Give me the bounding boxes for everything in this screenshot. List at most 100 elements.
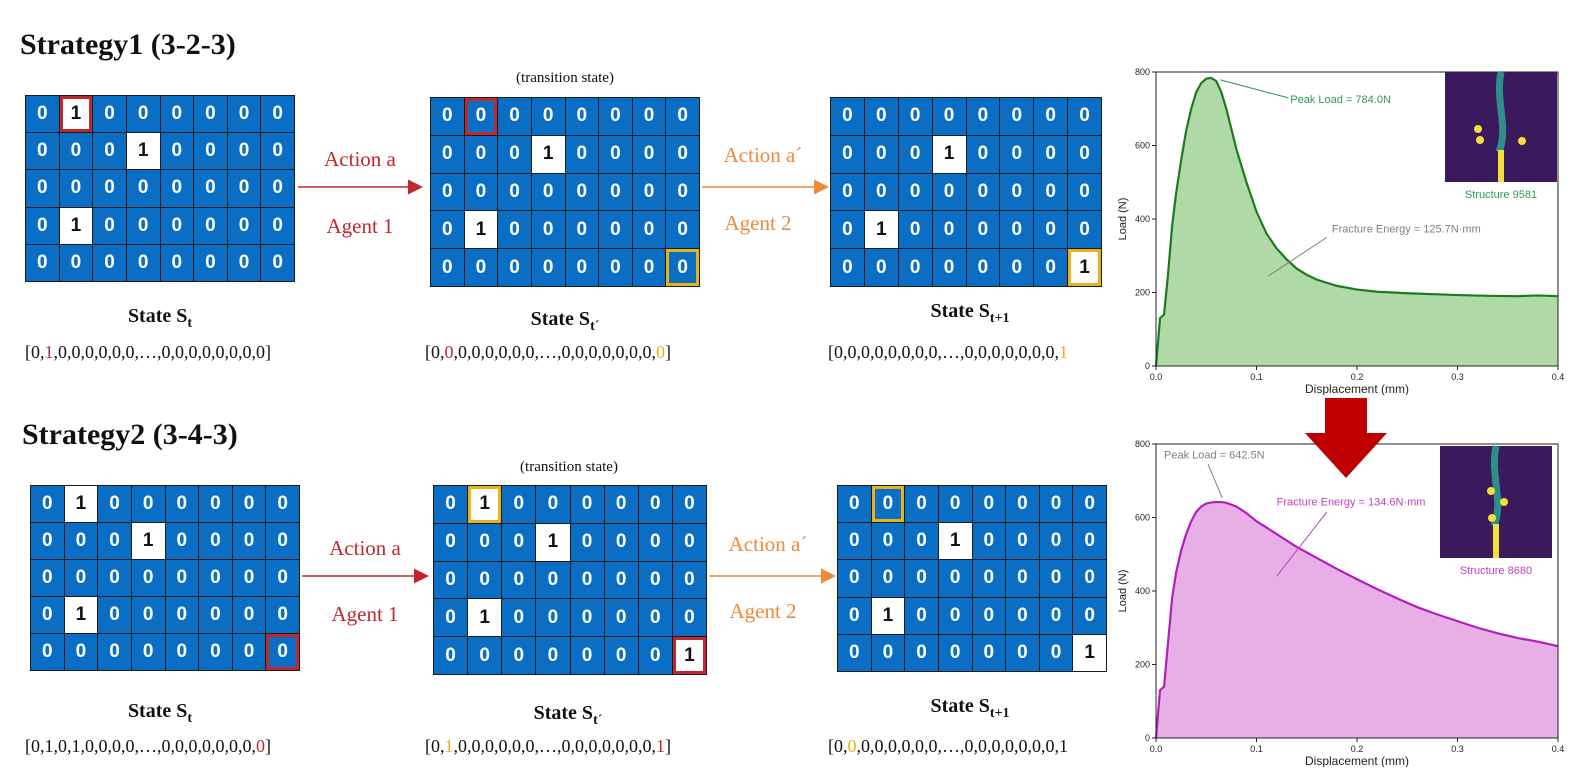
grid-cell: 0: [604, 637, 638, 674]
grid-cell: 0: [565, 135, 599, 173]
action-a-arrow: [302, 568, 429, 584]
grid-cell: 0: [93, 207, 126, 244]
particle: [1474, 125, 1482, 133]
y-tick-label: 800: [1135, 439, 1150, 449]
grid-cell: 0: [131, 560, 165, 596]
grid-cell: 1: [126, 133, 160, 170]
peak-load-annotation: Peak Load = 784.0N: [1290, 94, 1391, 106]
grid-cell: 0: [536, 486, 570, 523]
action-a-prime-label: Action a´: [723, 143, 803, 167]
grid-cell: 0: [31, 597, 64, 633]
grid-cell: 0: [227, 244, 261, 281]
grid-cell: 1: [871, 597, 905, 634]
grid-cell: 0: [160, 244, 194, 281]
particle: [1487, 487, 1495, 495]
x-tick-label: 0.0: [1150, 372, 1163, 382]
area-fill: [1156, 77, 1558, 366]
grid-cell: 0: [266, 523, 299, 559]
load-curve-line: [1154, 500, 1559, 739]
grid-cell: 0: [232, 523, 266, 559]
x-tick-label: 0.2: [1351, 744, 1364, 754]
y-tick-label: 0: [1145, 361, 1150, 371]
grid-cell: 0: [31, 523, 64, 559]
grid-cell: 0: [972, 486, 1006, 523]
grid-cell: 0: [64, 634, 98, 670]
grid-cell: 0: [98, 634, 131, 670]
state-vector-st-prime: [0,0,0,0,0,0,0,0,…,0,0,0,0,0,0,0,0]: [425, 342, 671, 362]
grid-cell: 1: [672, 637, 706, 674]
grid-cell: 0: [165, 523, 199, 559]
grid-cell: 0: [905, 634, 938, 671]
y-tick-label: 0: [1145, 733, 1150, 743]
grid-cell: 0: [199, 597, 232, 633]
grid-cell: 0: [1034, 249, 1068, 286]
action-a-arrow: [298, 179, 423, 195]
grid-cell: 0: [871, 523, 905, 560]
grid-cell: 0: [831, 135, 864, 173]
energy-pointer: [1276, 511, 1328, 577]
grid-cell: 0: [570, 523, 604, 561]
grid-cell: 0: [932, 249, 966, 286]
grid-cell: 0: [638, 637, 672, 674]
grid-cell: 0: [194, 207, 227, 244]
grid-cell: 0: [199, 523, 232, 559]
grid-cell: 0: [498, 249, 531, 286]
grid-cell: 0: [972, 634, 1006, 671]
grid-cell: 0: [1039, 597, 1073, 634]
grid-cell: 0: [1006, 597, 1039, 634]
grid-cell: 0: [131, 597, 165, 633]
grid-cell: 0: [1034, 135, 1068, 173]
grid-cell: 1: [464, 211, 498, 249]
grid-cell: 0: [1073, 560, 1106, 597]
grid-cell: 0: [59, 244, 93, 281]
state-vector-st: [0,1,0,1,0,0,0,0,…,0,0,0,0,0,0,0,0]: [25, 736, 271, 756]
grid-cell: 0: [1039, 523, 1073, 560]
grid-cell: 0: [434, 561, 468, 599]
y-tick-label: 200: [1135, 660, 1150, 670]
action-a-label: Action a: [324, 147, 396, 171]
grid-cell: 0: [227, 207, 261, 244]
peak-load-annotation: Peak Load = 642.5N: [1164, 450, 1265, 462]
action-a-prime-label: Action a´: [728, 532, 808, 556]
grid-cell: 0: [26, 244, 59, 281]
x-tick-label: 0.3: [1451, 744, 1464, 754]
grid-cell: 0: [831, 211, 864, 249]
grid-cell: 0: [1000, 173, 1034, 211]
grid-cell: 0: [638, 523, 672, 561]
strategy2-title: Strategy2 (3-4-3): [22, 418, 238, 451]
grid-cell: 0: [261, 207, 294, 244]
grid-cell: 0: [972, 560, 1006, 597]
state-vector-st-plus-1: [0,0,0,0,0,0,0,0,…,0,0,0,0,0,0,0,1: [828, 736, 1068, 756]
grid-cell: 0: [938, 634, 972, 671]
grid-cell: 0: [864, 249, 898, 286]
transition-state-label: (transition state): [516, 70, 614, 86]
grid-cell: 0: [632, 98, 666, 135]
grid-cell: 0: [59, 133, 93, 170]
grid-cell: 0: [536, 599, 570, 637]
grid-cell: 0: [199, 486, 232, 522]
grid-cell: 0: [1073, 523, 1106, 560]
grid-cell: 1: [536, 523, 570, 561]
peak-pointer: [1207, 464, 1223, 499]
structure-crack: [1474, 71, 1526, 182]
state-vector-st-plus-1: [0,0,0,0,0,0,0,0,…,0,0,0,0,0,0,0,1: [828, 342, 1068, 362]
grid-cell: 0: [938, 597, 972, 634]
grid-cell: 0: [864, 173, 898, 211]
grid-cell: 0: [227, 96, 261, 133]
grid-cell: 1: [1068, 249, 1101, 286]
grid-cell: 0: [468, 561, 502, 599]
grid-cell: 0: [1034, 173, 1068, 211]
grid-cell: 0: [1034, 98, 1068, 135]
grid-cell: 0: [434, 637, 468, 674]
grid-cell: 0: [98, 523, 131, 559]
grid-cell: 0: [838, 486, 871, 523]
grid-cell: 0: [570, 637, 604, 674]
state-st-prime-label: State St´: [533, 702, 603, 728]
peak-pointer: [1220, 79, 1289, 99]
grid-cell: 0: [871, 486, 905, 523]
grid-cell: 0: [604, 523, 638, 561]
grid-cell: 0: [531, 173, 565, 211]
grid-cell: 0: [464, 135, 498, 173]
grid-cell: 0: [194, 96, 227, 133]
